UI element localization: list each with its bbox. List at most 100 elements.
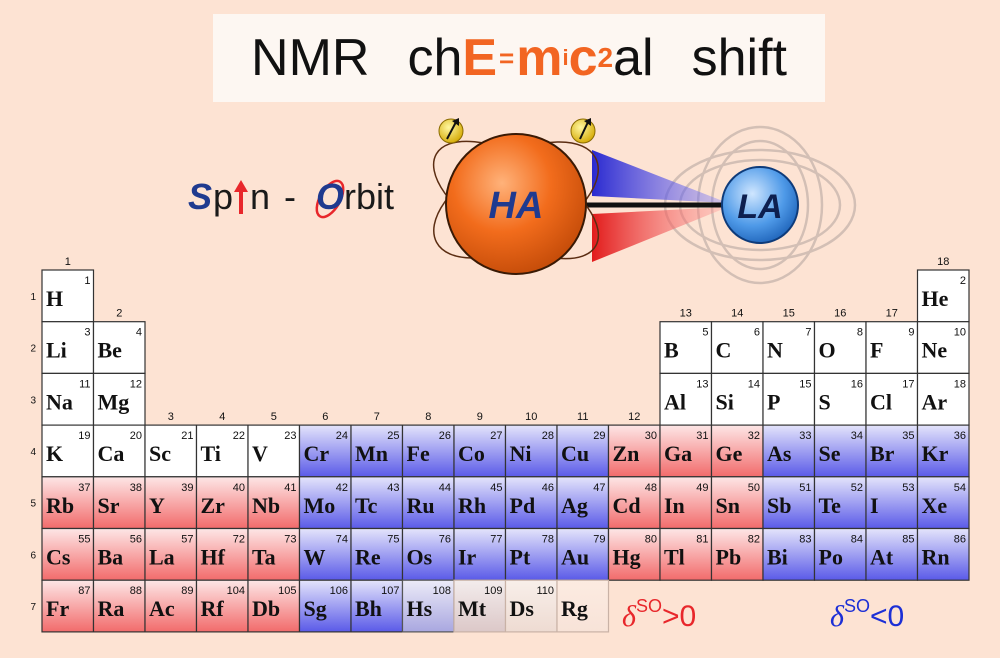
- group-number-16: 16: [834, 308, 846, 320]
- red-cone: [592, 207, 728, 262]
- element-cell-bg: [195, 527, 249, 581]
- element-symbol: Pd: [510, 493, 536, 518]
- atomic-number: 88: [130, 585, 142, 597]
- atomic-number: 82: [748, 534, 760, 546]
- atomic-number: 24: [336, 430, 348, 442]
- element-symbol: Mg: [98, 389, 130, 414]
- element-cell-bg: [607, 424, 661, 478]
- element-symbol: Xe: [922, 493, 948, 518]
- atomic-number: 44: [439, 482, 451, 494]
- element-cell-bg: [401, 579, 455, 633]
- element-symbol: Tc: [355, 493, 378, 518]
- element-symbol: Kr: [922, 441, 949, 466]
- atomic-number: 8: [857, 327, 863, 339]
- element-symbol: Ca: [98, 441, 125, 466]
- element-cell-bg: [865, 321, 919, 375]
- element-symbol: Fe: [407, 441, 430, 466]
- atomic-number: 55: [78, 534, 90, 546]
- title-m: m: [516, 29, 563, 87]
- spin-p-letter: p: [213, 176, 234, 217]
- element-cell-he: He2: [916, 269, 970, 323]
- element-cell-bg: [401, 527, 455, 581]
- element-cell-bg: [813, 321, 867, 375]
- element-symbol: Ag: [561, 493, 588, 518]
- element-cell-bg: [762, 527, 816, 581]
- atomic-number: 79: [593, 534, 605, 546]
- element-cell-as: As 33: [762, 424, 816, 478]
- group-number-7: 7: [374, 411, 380, 423]
- electron-icon-right: [570, 118, 596, 144]
- element-cell-bg: [916, 424, 970, 478]
- element-cell-be: Be4: [92, 321, 146, 375]
- element-cell-bg: [504, 476, 558, 530]
- atomic-number: 107: [381, 585, 399, 597]
- element-symbol: Br: [870, 441, 895, 466]
- period-number-2: 2: [30, 344, 36, 355]
- element-cell-bg: [41, 321, 95, 375]
- element-cell-pt: Pt 78: [504, 527, 558, 581]
- element-symbol: Al: [664, 389, 686, 414]
- atomic-number: 33: [799, 430, 811, 442]
- spin-orbit-dash: -: [284, 176, 296, 217]
- element-cell-br: Br 35: [865, 424, 919, 478]
- element-symbol: B: [664, 338, 679, 363]
- atomic-number: 87: [78, 585, 90, 597]
- legend-positive-so: SO: [635, 596, 662, 616]
- atomic-number: 43: [387, 482, 399, 494]
- title-subscript: i: [562, 45, 569, 70]
- atomic-number: 78: [542, 534, 554, 546]
- element-symbol: Nb: [252, 493, 280, 518]
- element-symbol: Co: [458, 441, 485, 466]
- atomic-number: 105: [278, 585, 296, 597]
- atomic-number: 72: [233, 534, 245, 546]
- element-cell-k: K19: [41, 424, 95, 478]
- element-cell-h: H1: [41, 269, 95, 323]
- orbit-rbit-text: rbit: [344, 176, 395, 217]
- element-cell-bg: [659, 321, 713, 375]
- element-symbol: Cr: [304, 441, 330, 466]
- element-cell-bg: [92, 372, 146, 426]
- element-cell-bg: [710, 476, 764, 530]
- element-symbol: As: [767, 441, 792, 466]
- element-cell-bg: [659, 476, 713, 530]
- group-number-15: 15: [783, 308, 795, 320]
- element-symbol: Pt: [510, 545, 531, 570]
- element-symbol: Sn: [716, 493, 740, 518]
- element-cell-bg: [41, 372, 95, 426]
- atomic-number: 3: [84, 327, 90, 339]
- title-superscript: 2: [597, 42, 614, 73]
- group-number-8: 8: [425, 411, 431, 423]
- group-number-9: 9: [477, 411, 483, 423]
- element-symbol: Rf: [201, 596, 225, 621]
- atomic-number: 1: [84, 275, 90, 287]
- atomic-number: 45: [490, 482, 502, 494]
- atomic-number: 28: [542, 430, 554, 442]
- atomic-number: 35: [902, 430, 914, 442]
- atomic-number: 54: [954, 482, 966, 494]
- atomic-number: 20: [130, 430, 142, 442]
- atomic-number: 39: [181, 482, 193, 494]
- spin-n-letter: n: [250, 176, 271, 217]
- atomic-number: 52: [851, 482, 863, 494]
- atomic-number: 50: [748, 482, 760, 494]
- atomic-number: 86: [954, 534, 966, 546]
- element-symbol: Be: [98, 338, 123, 363]
- atomic-number: 110: [536, 585, 554, 597]
- element-symbol: N: [767, 338, 783, 363]
- element-symbol: Zn: [613, 441, 640, 466]
